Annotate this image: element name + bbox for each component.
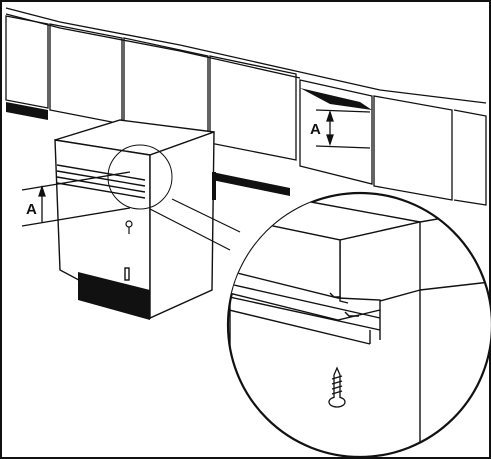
side-shadow [212, 172, 216, 200]
small-screw-icon [125, 220, 133, 234]
magnify-leader-lines [149, 198, 241, 251]
dimension-label-a-wall: A [310, 121, 321, 138]
detail-zoom [226, 191, 491, 459]
screw-icon [328, 366, 346, 408]
magnify-source-circle [107, 144, 173, 210]
dishwasher-base-shadow [78, 272, 150, 320]
dimension-marker-wall [315, 109, 371, 149]
dimension-label-a: A [26, 201, 37, 218]
wall-shadow [6, 88, 372, 196]
dimension-marker-main [21, 171, 131, 227]
wall-cabinets [5, 7, 487, 206]
